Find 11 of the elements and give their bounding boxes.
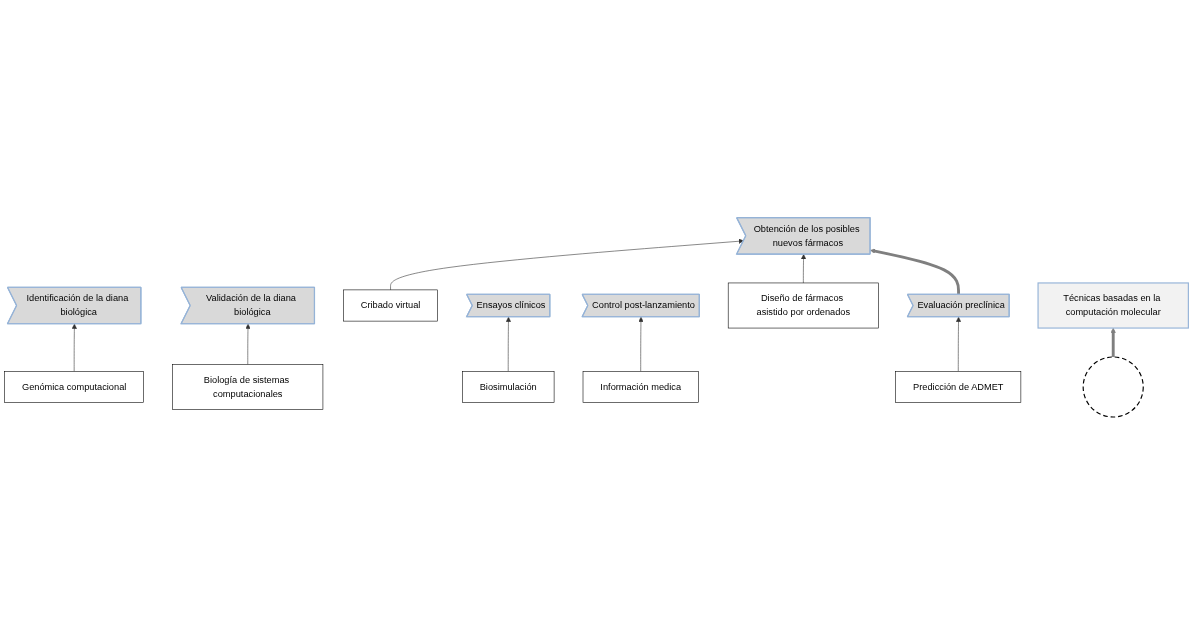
node-box: Diseño de fármacos asistido por ordenados xyxy=(727,282,879,329)
node-ellipse xyxy=(1082,356,1144,418)
arrow xyxy=(1110,328,1116,358)
node-box: Biología de sistemas computacionales xyxy=(172,364,324,410)
node-box: Genómica computacional xyxy=(4,371,144,404)
node-box: Técnicas basadas en la computación molecular xyxy=(1037,282,1189,329)
node-box: Información medica xyxy=(582,371,699,404)
node-box: Cribado virtual xyxy=(343,289,438,322)
arrow xyxy=(870,248,960,295)
node-box: Biosimulación xyxy=(462,371,555,404)
node-box: Predicción de ADMET xyxy=(895,371,1022,404)
